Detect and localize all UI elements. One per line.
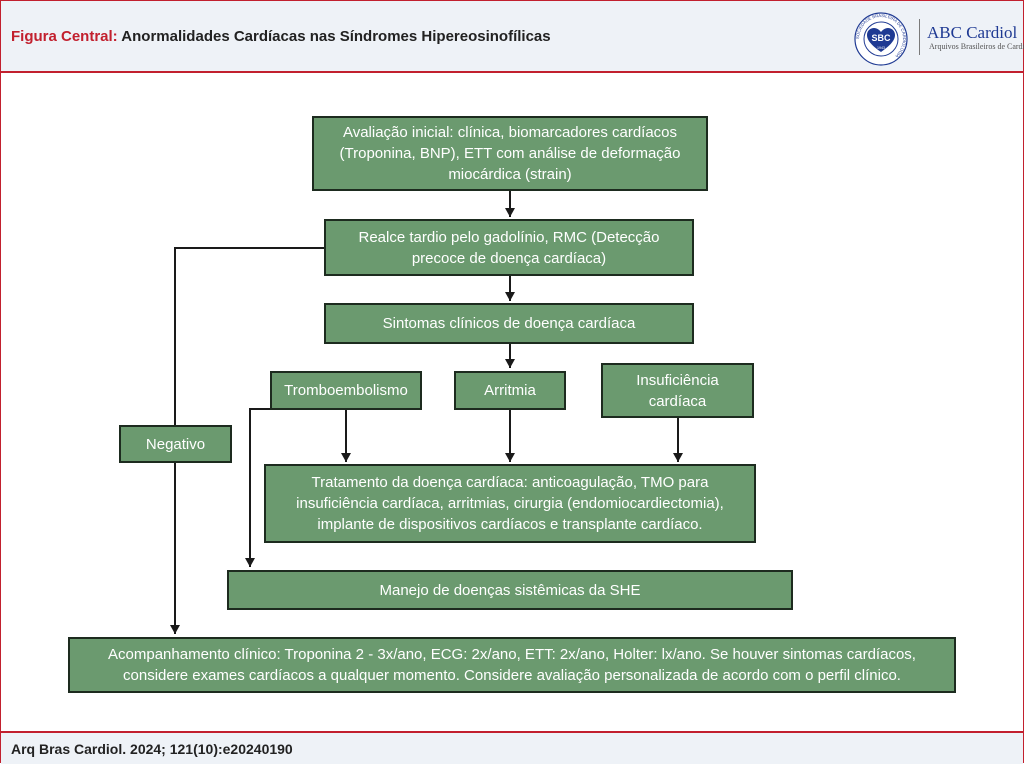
sbc-logo-year: 1943	[877, 46, 885, 50]
node-thromboembolism: Tromboembolismo	[270, 371, 422, 410]
node-systemic-management-text: Manejo de doenças sistêmicas da SHE	[379, 581, 641, 599]
node-arrhythmia: Arritmia	[454, 371, 566, 410]
node-treatment: Tratamento da doença cardíaca: anticoagu…	[264, 464, 756, 543]
node-initial-evaluation-text: Avaliação inicial: clínica, biomarcadore…	[339, 124, 681, 183]
node-systemic-management: Manejo de doenças sistêmicas da SHE	[227, 570, 793, 610]
node-late-enhancement: Realce tardio pelo gadolínio, RMC (Detec…	[324, 219, 694, 276]
figure-title: Figura Central: Anormalidades Cardíacas …	[11, 28, 551, 45]
footer-bar: Arq Bras Cardiol. 2024; 121(10):e2024019…	[1, 731, 1023, 764]
arrow-thrombo-to-systemic	[245, 408, 272, 567]
node-clinical-symptoms-text: Sintomas clínicos de doença cardíaca	[382, 315, 636, 332]
node-arrhythmia-text: Arritmia	[484, 382, 536, 399]
node-heart-failure: Insuficiência cardíaca	[601, 363, 754, 418]
line-late-to-negative	[174, 247, 324, 426]
node-follow-up: Acompanhamento clínico: Troponina 2 - 3x…	[68, 637, 956, 693]
journal-subtitle: Arquivos Brasileiros de Cardiologia	[929, 42, 1024, 51]
sbc-logo-text: SBC	[871, 33, 891, 43]
node-thromboembolism-text: Tromboembolismo	[284, 382, 408, 399]
node-heart-failure-text: Insuficiência cardíaca	[636, 371, 719, 410]
node-negative-text: Negativo	[145, 435, 206, 453]
node-negative: Negativo	[119, 425, 232, 463]
figure-title-lead: Figura Central:	[11, 28, 118, 45]
sbc-logo-icon: SOCIEDADE BRASILEIRA DE CARDIOLOGIA SBC …	[854, 12, 908, 66]
header-bar: Figura Central: Anormalidades Cardíacas …	[1, 1, 1024, 73]
node-treatment-text: Tratamento da doença cardíaca: anticoagu…	[296, 474, 724, 533]
journal-name: ABC Cardiol	[927, 23, 1018, 42]
figure-title-text: Anormalidades Cardíacas nas Síndromes Hi…	[117, 28, 551, 45]
node-follow-up-text: Acompanhamento clínico: Troponina 2 - 3x…	[108, 646, 916, 684]
citation: Arq Bras Cardiol. 2024; 121(10):e2024019…	[11, 741, 293, 757]
node-initial-evaluation: Avaliação inicial: clínica, biomarcadore…	[312, 116, 708, 191]
node-late-enhancement-text: Realce tardio pelo gadolínio, RMC (Detec…	[358, 228, 660, 267]
logo-divider	[919, 19, 920, 55]
node-clinical-symptoms: Sintomas clínicos de doença cardíaca	[324, 303, 694, 344]
